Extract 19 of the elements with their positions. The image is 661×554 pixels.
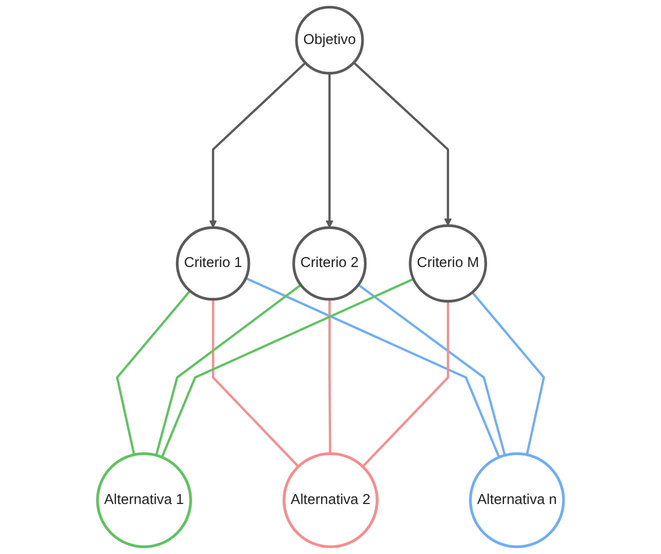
connector xyxy=(212,299,300,468)
connector xyxy=(155,284,302,456)
node-circle: Criterio 1 xyxy=(176,226,250,301)
arrow xyxy=(326,73,334,228)
node-circle: Alternativa 1 xyxy=(96,452,192,548)
node-circle: Objetivo xyxy=(295,6,364,75)
arrow xyxy=(209,62,306,228)
connector xyxy=(362,301,450,468)
connector xyxy=(245,277,500,458)
node-circle: Criterio M xyxy=(408,224,488,303)
connector xyxy=(116,290,191,455)
connector xyxy=(328,299,332,454)
connector xyxy=(471,292,546,455)
node-circle: Criterio 2 xyxy=(292,226,367,301)
node-circle: Alternativa 2 xyxy=(282,452,378,548)
arrow xyxy=(353,62,452,226)
connector xyxy=(160,278,414,458)
node-circle: Alternativa n xyxy=(469,452,565,548)
connector xyxy=(358,284,506,456)
